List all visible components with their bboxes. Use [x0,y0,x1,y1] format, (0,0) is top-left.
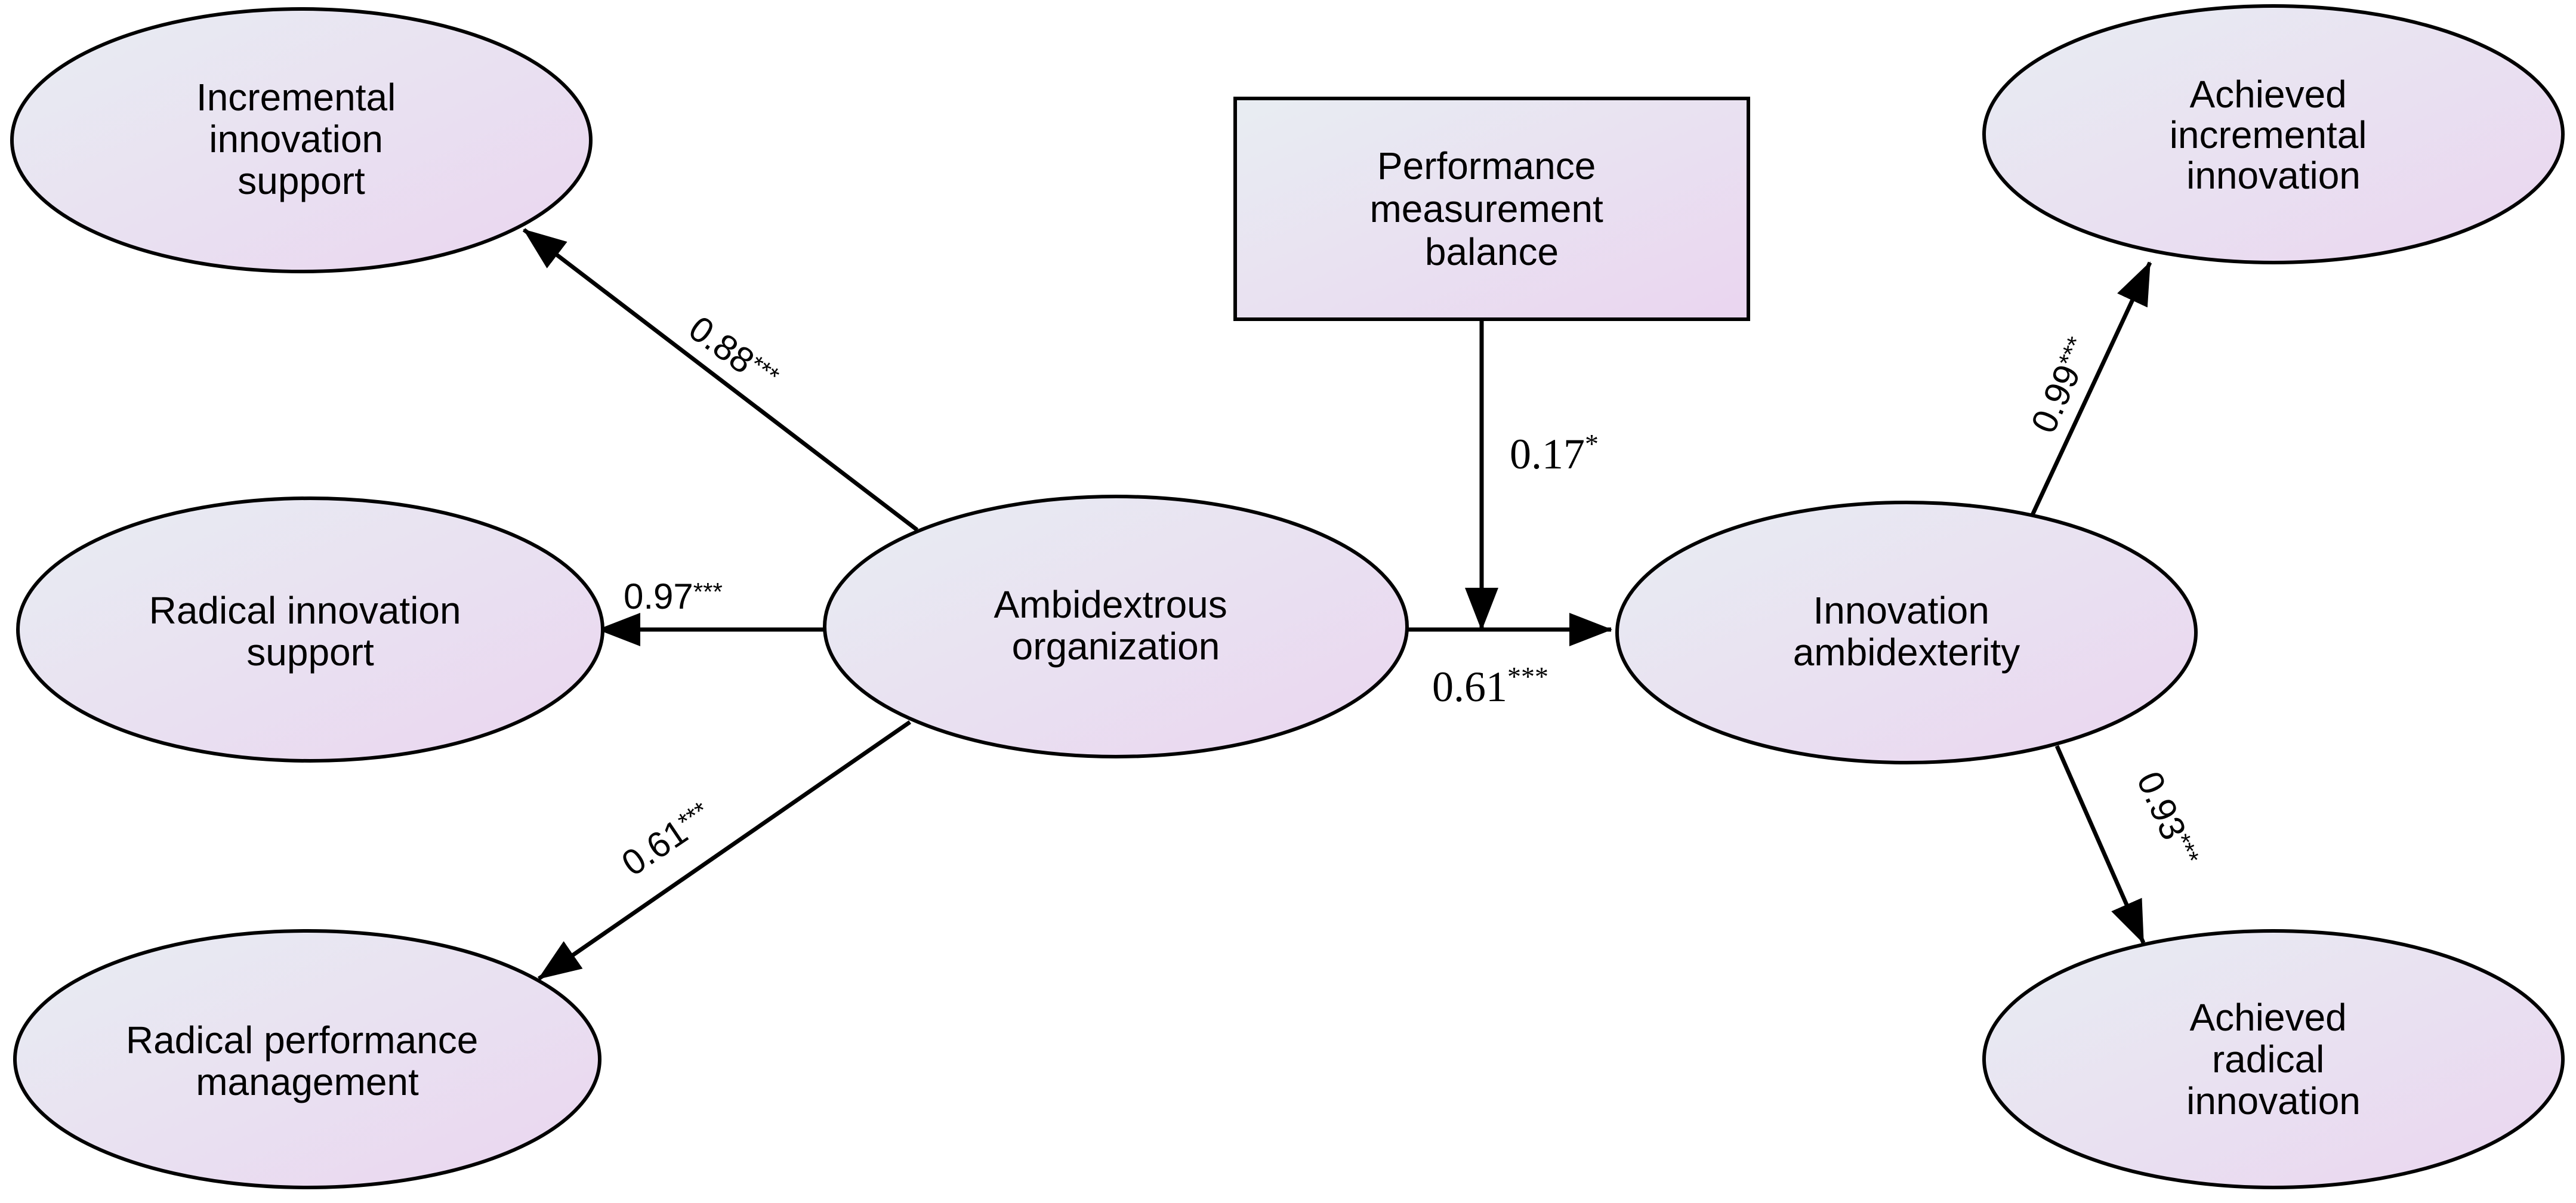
node-label: Innovation ambidexterity [1793,589,2020,674]
node-label: Achieved radical innovation [2186,996,2361,1122]
node-label: Incremental innovation support [196,76,406,202]
edge-to-achieved-radical [2054,745,2146,944]
node-label: Ambidextrous organization [994,583,1238,668]
node-label: Achieved incremental innovation [2170,73,2378,197]
node-ambidextrous-organization: Ambidextrous organization [823,495,1409,758]
coef-achieved-incremental: 0.99*** [2023,332,2100,439]
edges [522,228,2152,980]
coef-radical-support: 0.97*** [624,576,723,616]
node-achieved-incremental-innovation: Achieved incremental innovation [1982,4,2565,264]
coef-moderation: 0.17* [1510,428,1599,478]
node-radical-innovation-support: Radical innovation support [16,496,604,763]
coef-main-path: 0.61*** [1432,661,1548,711]
node-label: Radical innovation support [149,589,472,674]
node-achieved-radical-innovation: Achieved radical innovation [1982,929,2565,1189]
nodes: Incremental innovation support Radical i… [10,4,2565,1189]
edge-to-incremental-support [522,228,919,532]
node-label: Performance measurement balance [1369,144,1614,273]
node-radical-performance-management: Radical performance management [13,929,601,1189]
edge-to-achieved-incremental [2029,261,2152,517]
coef-radical-performance: 0.61*** [615,795,719,884]
coef-achieved-radical: 0.93*** [2129,766,2206,872]
coef-incremental-support: 0.88*** [681,308,785,399]
edge-to-radical-performance [538,720,911,980]
node-performance-measurement-balance: Performance measurement balance [1233,97,1750,321]
node-incremental-innovation-support: Incremental innovation support [10,7,593,273]
node-innovation-ambidexterity: Innovation ambidexterity [1615,501,2198,764]
node-label: Radical performance management [126,1019,489,1103]
